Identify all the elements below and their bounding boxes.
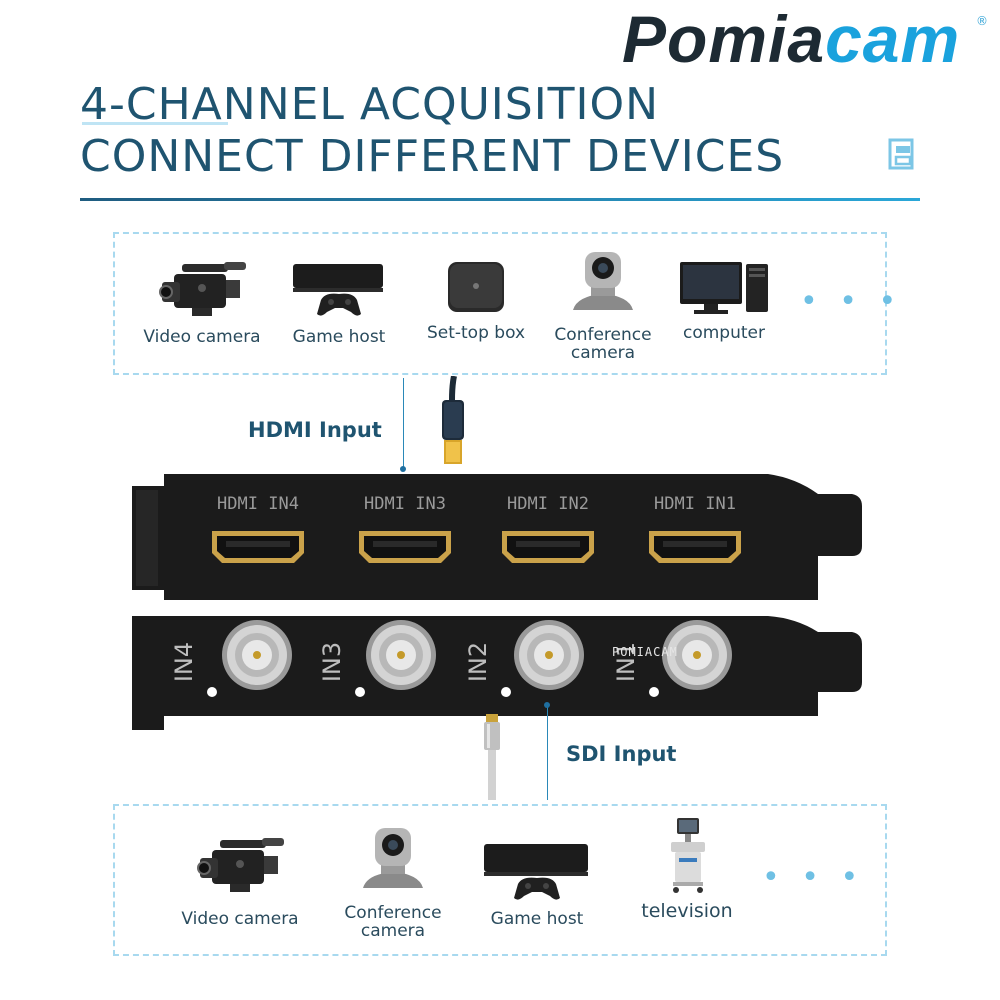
hdmi-connection-dot [400,466,406,472]
video-camera-icon [197,838,284,892]
game-console-icon [484,844,588,900]
sdi-connection-line [547,706,548,800]
brand-wordmark: Pomiacam [622,4,960,74]
device-label-line-2: camera [570,343,636,363]
sdi-connection-dot [544,702,550,708]
chip-logo-icon [888,138,914,170]
hdmi-bracket [128,470,868,610]
sdi-port-label-in1: IN1 [612,641,640,683]
device-video-camera: Video camera [138,258,266,346]
sdi-bnc-port-in3[interactable] [364,618,438,692]
device-conference-camera: Conference camera [548,246,658,362]
sdi-label-in1-wrap: IN1 [608,634,644,694]
sdi-port-label-in3: IN3 [318,641,346,683]
sdi-bnc-port-in2[interactable] [512,618,586,692]
sdi-input-label: SDI Input [566,742,677,766]
device-game-host: Game host [284,262,394,346]
device-label-line-2: camera [360,921,426,941]
sdi-label-in4-wrap: IN4 [166,634,202,694]
ptz-camera-icon [573,252,633,310]
device-label: television [641,900,733,922]
sdi-port-label-in4: IN4 [170,641,198,683]
set-top-box-icon [448,262,504,312]
title-accent-underline [82,122,228,125]
sdi-label-in3-wrap: IN3 [314,634,350,694]
hdmi-port-label-in4: HDMI IN4 [217,494,299,514]
registered-mark: ® [976,14,988,28]
brand-logo: Pomiacam ® [622,4,994,74]
brand-part-2: cam [825,2,961,76]
hdmi-devices-panel [113,232,887,375]
hdmi-port-label-in2: HDMI IN2 [507,494,589,514]
computer-icon [680,262,768,314]
more-devices-indicator-sdi: • • • [762,860,865,895]
device-computer: computer [672,258,776,342]
sdi-bnc-port-in4[interactable] [220,618,294,692]
video-camera-icon [159,262,246,316]
sdi-devices-panel [113,804,887,956]
sdi-bnc-port-in1[interactable] [660,618,734,692]
hdmi-port-in1[interactable] [647,527,743,567]
headline-line-1: 4-CHANNEL ACQUISITION [80,79,660,130]
device-label-line-1: Conference [344,903,442,923]
ptz-camera-icon [363,828,423,888]
hdmi-port-in4[interactable] [210,527,306,567]
device-label: Game host [490,909,584,929]
device-label: Game host [292,327,386,347]
device-television-sdi: television [632,816,742,922]
hdmi-port-in2[interactable] [500,527,596,567]
device-game-host-sdi: Game host [482,842,592,928]
more-devices-indicator: • • • [800,284,903,319]
header-rule [80,198,920,201]
sdi-label-in2-wrap: IN2 [460,634,496,694]
sdi-port-label-in2: IN2 [464,641,492,683]
hdmi-port-in3[interactable] [357,527,453,567]
device-label-line-1: Conference [554,325,652,345]
ultrasound-machine-icon [671,818,705,893]
game-console-icon [293,264,383,316]
watermark-text: POMIACAM [612,645,678,659]
device-video-camera-sdi: Video camera [176,834,304,928]
sdi-bnc-cable-icon [484,714,500,800]
device-label: computer [683,323,765,343]
headline-line-2: CONNECT DIFFERENT DEVICES [80,131,785,182]
hdmi-connection-line [403,378,404,470]
device-label: Video camera [181,909,299,929]
device-label: Set-top box [426,323,526,343]
hdmi-input-label: HDMI Input [248,418,382,442]
hdmi-port-label-in1: HDMI IN1 [654,494,736,514]
brand-part-1: Pomia [622,2,826,76]
hdmi-cable-icon [442,376,464,464]
hdmi-bracket-shape [132,474,862,600]
device-set-top-box: Set-top box [418,260,534,342]
hdmi-port-label-in3: HDMI IN3 [364,494,446,514]
device-label: Video camera [143,327,261,347]
device-conference-camera-sdi: Conference camera [338,822,448,940]
